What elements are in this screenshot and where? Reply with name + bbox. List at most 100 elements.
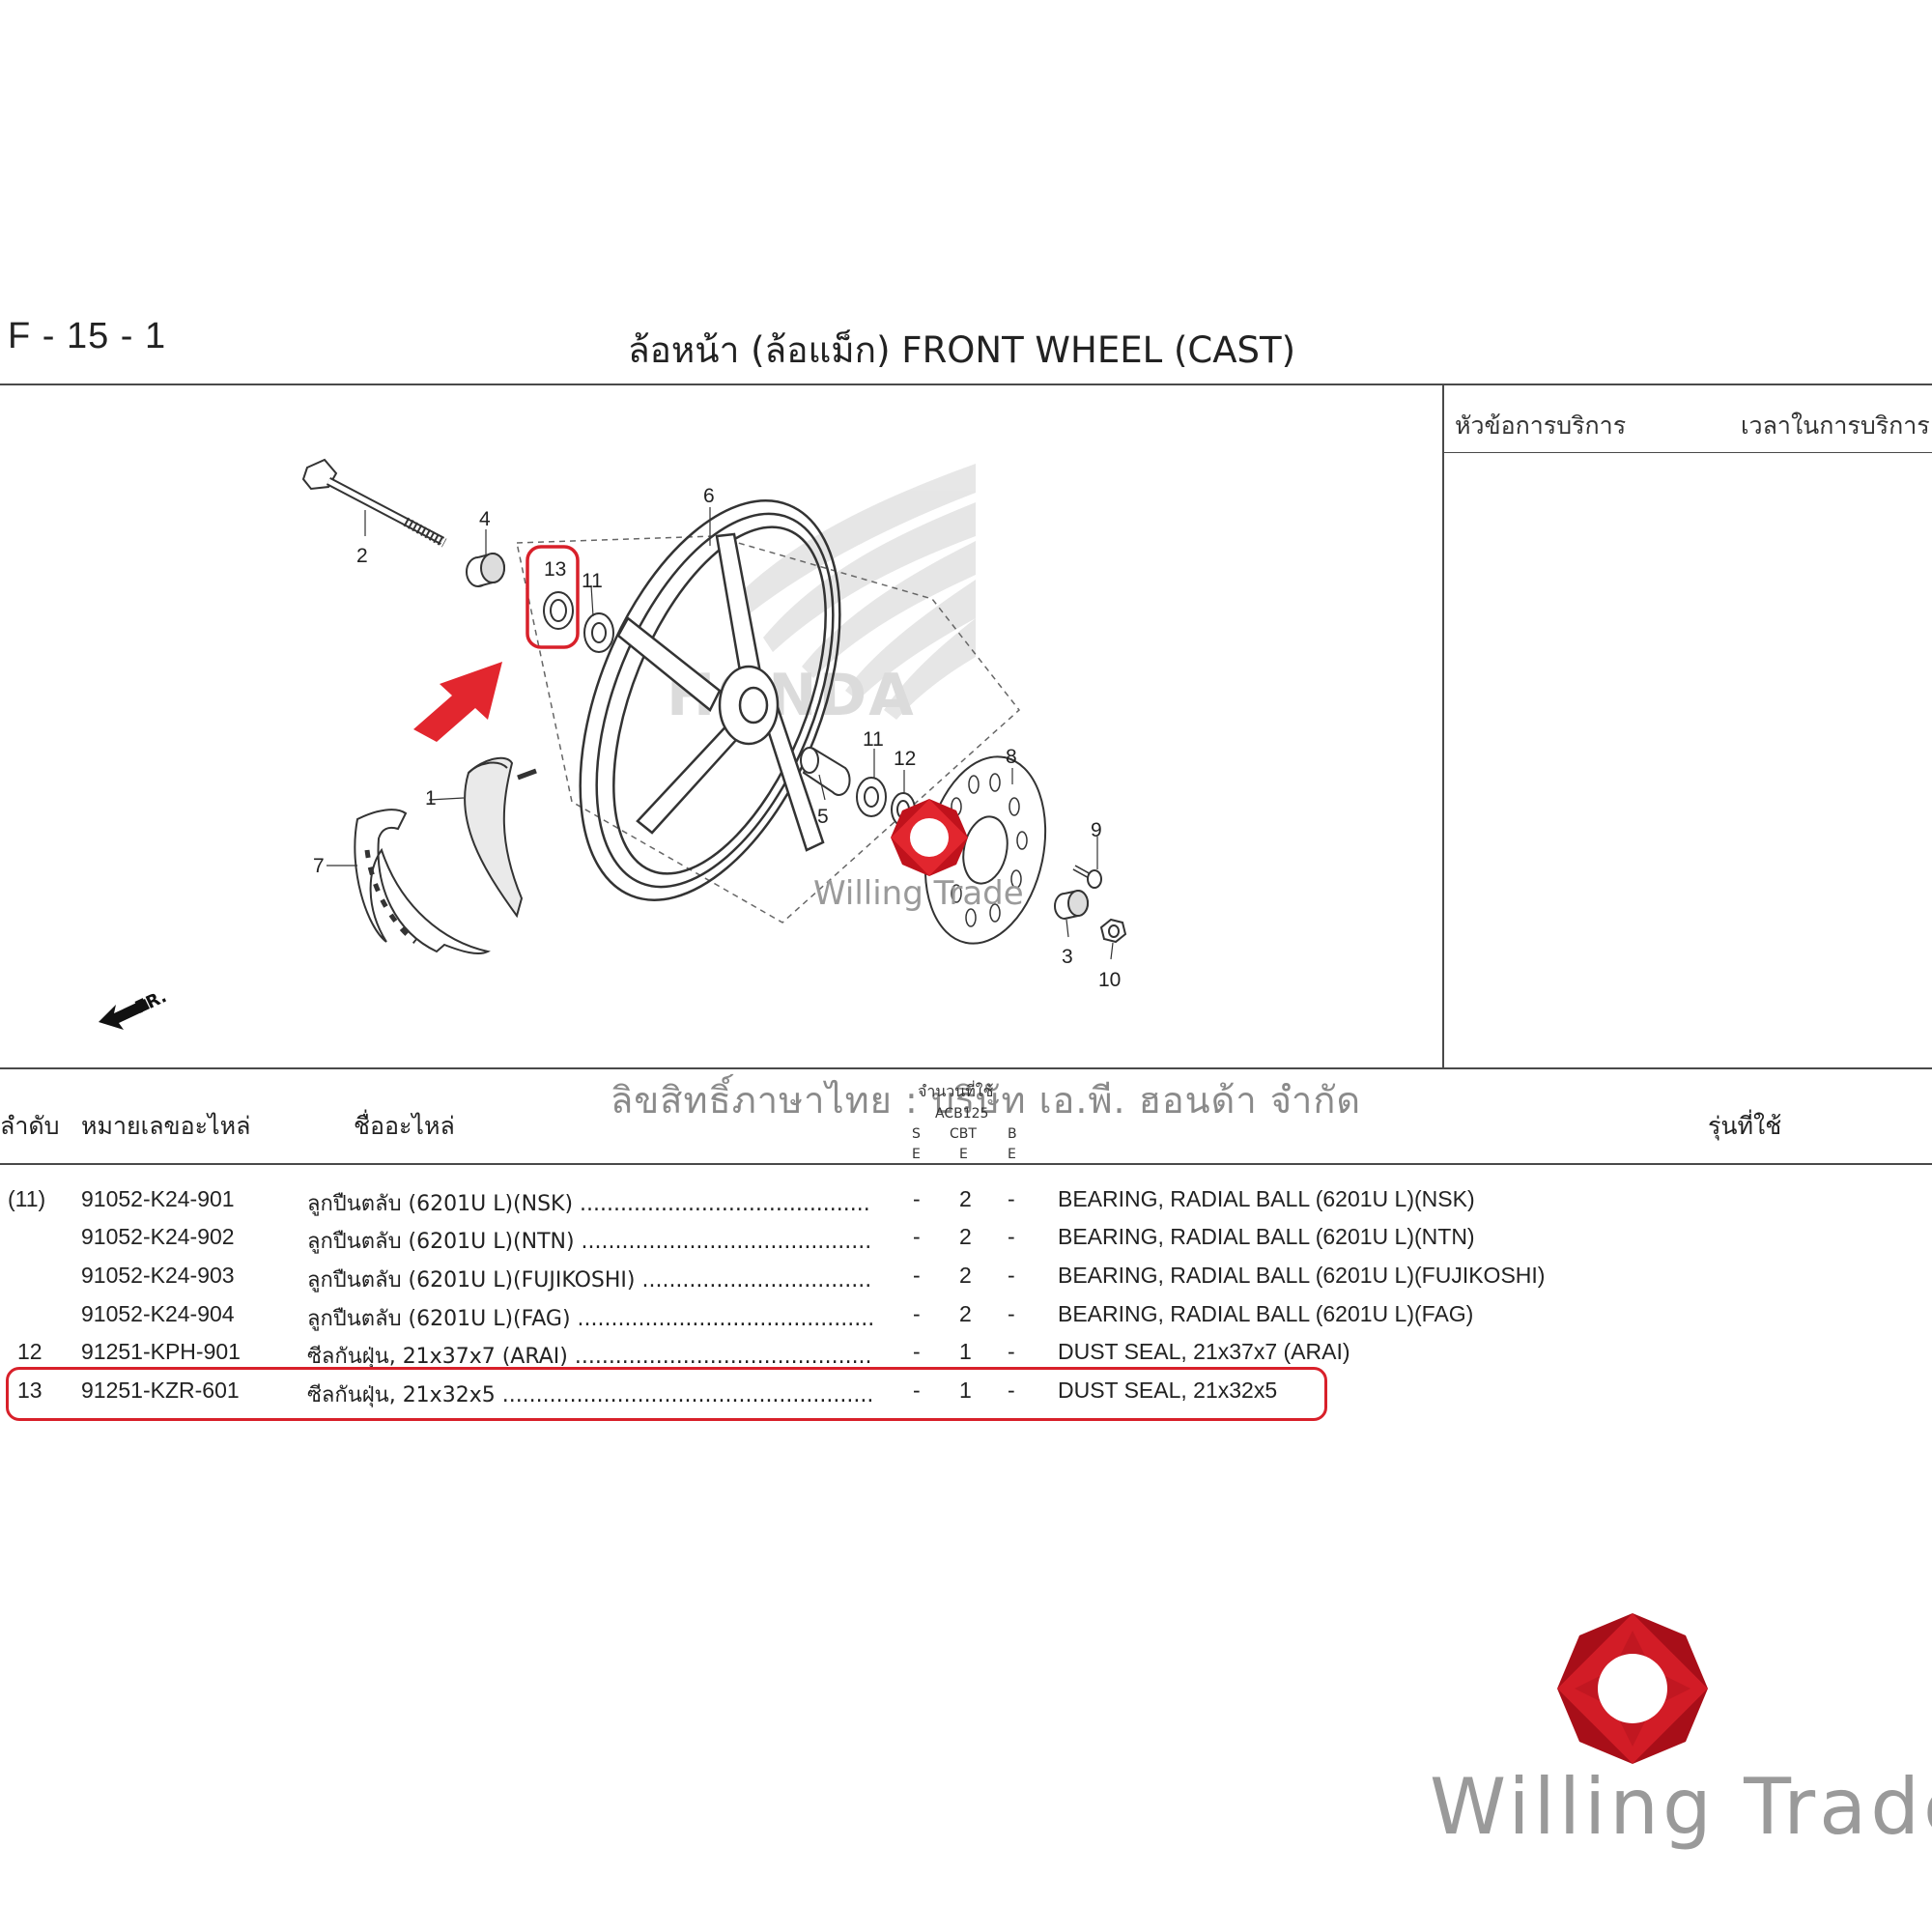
callout-4: 4 — [479, 508, 491, 530]
col-header-cbt: CBT — [950, 1126, 977, 1142]
callout-1: 1 — [425, 787, 437, 810]
top-divider — [0, 384, 1932, 385]
cell-qty-b: - — [1008, 1224, 1015, 1249]
col-header-b: B — [1008, 1126, 1017, 1142]
table-row: 12 91251-KPH-901 ซีลกันฝุ่น, 21x37x7 (AR… — [0, 1339, 1642, 1376]
cell-name-en: BEARING, RADIAL BALL (6201U L)(NSK) — [1058, 1186, 1475, 1211]
cell-qty-b: - — [1008, 1378, 1015, 1403]
cell-qty-s: - — [913, 1339, 921, 1364]
table-row-highlighted: 13 91251-KZR-601 ซีลกันฝุ่น, 21x32x5 ...… — [0, 1378, 1642, 1414]
callout-11-upper: 11 — [582, 570, 603, 592]
callout-8: 8 — [1006, 746, 1017, 768]
copyright-watermark: ลิขสิทธิ์ภาษาไทย : บริษัท เอ.พี. ฮอนด้า … — [611, 1079, 1362, 1122]
service-header-divider — [1442, 452, 1932, 453]
cell-name-en: DUST SEAL, 21x32x5 — [1058, 1378, 1278, 1403]
cell-qty-b: - — [1008, 1186, 1015, 1211]
cell-qty-s: - — [913, 1186, 921, 1211]
cell-name-en: BEARING, RADIAL BALL (6201U L)(NTN) — [1058, 1224, 1475, 1249]
callout-13: 13 — [544, 558, 566, 581]
col-header-part-no: หมายเลขอะไหล่ — [81, 1112, 251, 1140]
dust-seal-part-13 — [543, 591, 574, 630]
callout-6: 6 — [703, 485, 715, 507]
col-header-models-used: รุ่นที่ใช้ — [1708, 1112, 1782, 1140]
spacer-part-5 — [800, 747, 851, 796]
callout-7: 7 — [313, 855, 325, 877]
callout-12: 12 — [894, 748, 916, 770]
page-title: ล้อหน้า (ล้อแม็ก) FRONT WHEEL (CAST) — [628, 329, 1296, 371]
cell-ref: 13 — [17, 1378, 43, 1403]
direction-label: FR. — [132, 986, 170, 1018]
cell-part-no: 91251-KZR-601 — [81, 1378, 240, 1403]
bearing-part-11-lower — [856, 777, 887, 817]
table-row: 91052-K24-904 ลูกปืนตลับ (6201U L)(FAG) … — [0, 1301, 1642, 1338]
cell-name-th: ซีลกันฝุ่น, 21x32x5 ....................… — [307, 1383, 872, 1407]
callout-11-lower: 11 — [863, 728, 884, 751]
callout-2: 2 — [356, 545, 368, 567]
cell-part-no: 91052-K24-902 — [81, 1224, 235, 1249]
col-header-b-e: E — [1008, 1147, 1016, 1162]
page-code: F - 15 - 1 — [8, 316, 167, 356]
cell-part-no: 91052-K24-901 — [81, 1186, 235, 1211]
table-row: 91052-K24-903 ลูกปืนตลับ (6201U L)(FUJIK… — [0, 1263, 1642, 1299]
collar-part-4 — [466, 552, 505, 587]
cell-qty-b: - — [1008, 1263, 1015, 1288]
diagram-bottom-divider — [0, 1067, 1932, 1069]
cell-qty-cbt: 1 — [959, 1378, 972, 1403]
cell-name-en: BEARING, RADIAL BALL (6201U L)(FUJIKOSHI… — [1058, 1263, 1546, 1288]
willing-trade-logo-icon — [1557, 1613, 1708, 1764]
cell-name-en: DUST SEAL, 21x37x7 (ARAI) — [1058, 1339, 1350, 1364]
cell-name-en: BEARING, RADIAL BALL (6201U L)(FAG) — [1058, 1301, 1474, 1326]
cell-qty-s: - — [913, 1301, 921, 1326]
row-highlight-outline — [6, 1367, 1327, 1421]
col-header-s: S — [912, 1126, 921, 1142]
col-header-name: ชื่ออะไหล่ — [354, 1112, 455, 1140]
col-header-model: ACB125 — [935, 1106, 989, 1122]
disc-bolt-part-9 — [1072, 865, 1102, 889]
cell-qty-cbt: 2 — [959, 1186, 972, 1211]
collar-part-3 — [1054, 889, 1089, 920]
service-topic-label: หัวข้อการบริการ — [1455, 412, 1627, 440]
axle-bolt-part — [301, 458, 447, 548]
exploded-parts-diagram: HONDA — [99, 458, 1127, 1030]
cell-ref: (11) — [8, 1186, 46, 1211]
brake-disc-part-8 — [923, 755, 1047, 945]
cell-ref: 12 — [17, 1339, 43, 1364]
cell-qty-cbt: 1 — [959, 1339, 972, 1364]
cell-name-th: ลูกปืนตลับ (6201U L)(NSK) ..............… — [307, 1192, 872, 1216]
table-row: (11) 91052-K24-901 ลูกปืนตลับ (6201U L)(… — [0, 1186, 1642, 1223]
callout-10: 10 — [1098, 969, 1121, 991]
cell-name-th: ลูกปืนตลับ (6201U L)(NTN) ..............… — [307, 1230, 872, 1254]
front-wheel-part-6 — [579, 499, 841, 901]
service-panel-divider — [1442, 384, 1444, 1069]
cell-part-no: 91251-KPH-901 — [81, 1339, 241, 1364]
inner-tube-part-1 — [464, 756, 537, 919]
col-header-cbt-e: E — [959, 1147, 968, 1162]
table-row: 91052-K24-902 ลูกปืนตลับ (6201U L)(NTN) … — [0, 1224, 1642, 1261]
cell-qty-b: - — [1008, 1301, 1015, 1326]
cell-qty-s: - — [913, 1263, 921, 1288]
cell-part-no: 91052-K24-904 — [81, 1301, 235, 1326]
cell-name-th: ลูกปืนตลับ (6201U L)(FUJIKOSHI) ........… — [307, 1268, 872, 1293]
front-direction-arrow-icon: FR. — [99, 986, 170, 1030]
table-header-divider — [0, 1163, 1932, 1165]
cell-qty-cbt: 2 — [959, 1263, 972, 1288]
col-header-ref: ลำดับ — [0, 1112, 60, 1140]
service-time-label: เวลาในการบริการ — [1741, 412, 1930, 440]
callout-numbers: 1 2 3 4 5 6 7 8 9 10 11 11 12 13 — [313, 485, 1121, 991]
willing-trade-brand-text: Willing Trade — [1430, 1762, 1932, 1852]
cell-qty-s: - — [913, 1378, 921, 1403]
callout-5: 5 — [817, 806, 829, 828]
col-header-s-e: E — [912, 1147, 921, 1162]
cell-name-th: ลูกปืนตลับ (6201U L)(FAG) ..............… — [307, 1307, 872, 1331]
cell-part-no: 91052-K24-903 — [81, 1263, 235, 1288]
diagram-watermark-text: Willing Trade — [813, 874, 1024, 913]
cell-qty-s: - — [913, 1224, 921, 1249]
cell-qty-b: - — [1008, 1339, 1015, 1364]
cell-qty-cbt: 2 — [959, 1301, 972, 1326]
highlight-box-13 — [526, 545, 580, 649]
cell-name-th: ซีลกันฝุ่น, 21x37x7 (ARAI) .............… — [307, 1345, 872, 1369]
tire-part-7 — [354, 809, 491, 954]
col-header-qty-group: จำนวนที่ใช้ — [918, 1082, 994, 1100]
axle-nut-part-10 — [1099, 918, 1127, 944]
cell-qty-cbt: 2 — [959, 1224, 972, 1249]
